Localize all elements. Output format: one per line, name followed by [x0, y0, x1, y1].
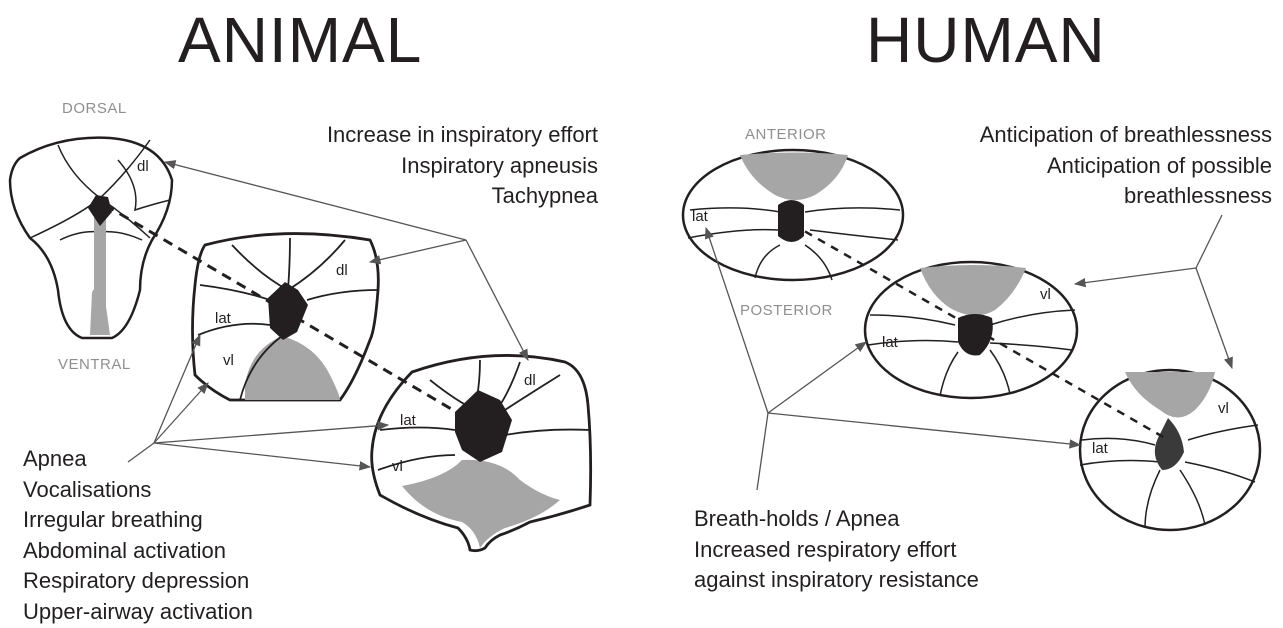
- effect-line: Tachypnea: [262, 181, 598, 212]
- human-upper-arrows: [1075, 215, 1232, 368]
- effect-line: breathlessness: [912, 181, 1272, 212]
- region-label-vl: vl: [1040, 286, 1051, 303]
- orientation-posterior: POSTERIOR: [740, 302, 833, 319]
- human-section-middle: [865, 262, 1077, 398]
- region-label-lat: lat: [215, 310, 231, 327]
- human-section-upper: [683, 150, 903, 280]
- region-label-vl: vl: [1218, 400, 1229, 417]
- region-label-lat: lat: [882, 334, 898, 351]
- human-axis-dashed-line: [792, 224, 1165, 438]
- animal-ventral-effects: Apnea Vocalisations Irregular breathing …: [23, 444, 253, 627]
- human-upper-effects: Anticipation of breathlessness Anticipat…: [912, 120, 1272, 212]
- effect-line: Vocalisations: [23, 475, 253, 506]
- effect-line: Increase in inspiratory effort: [262, 120, 598, 151]
- orientation-dorsal: DORSAL: [62, 100, 127, 117]
- animal-section-caudal: [372, 355, 591, 550]
- region-label-lat: lat: [400, 412, 416, 429]
- effect-line: Irregular breathing: [23, 505, 253, 536]
- effect-line: Increased respiratory effort: [694, 535, 979, 566]
- region-label-dl: dl: [524, 372, 536, 389]
- orientation-ventral: VENTRAL: [58, 356, 131, 373]
- effect-line: against inspiratory resistance: [694, 565, 979, 596]
- region-label-dl: dl: [137, 158, 149, 175]
- effect-line: Anticipation of breathlessness: [912, 120, 1272, 151]
- region-label-lat: lat: [692, 208, 708, 225]
- region-label-dl: dl: [336, 262, 348, 279]
- effect-line: Respiratory depression: [23, 566, 253, 597]
- effect-line: Breath-holds / Apnea: [694, 504, 979, 535]
- region-label-vl: vl: [223, 352, 234, 369]
- animal-dorsal-effects: Increase in inspiratory effort Inspirato…: [262, 120, 598, 212]
- effect-line: Inspiratory apneusis: [262, 151, 598, 182]
- orientation-anterior: ANTERIOR: [745, 126, 827, 143]
- effect-line: Anticipation of possible: [912, 151, 1272, 182]
- effect-line: Apnea: [23, 444, 253, 475]
- region-label-vl: vl: [392, 458, 403, 475]
- region-label-lat: lat: [1092, 440, 1108, 457]
- effect-line: Abdominal activation: [23, 536, 253, 567]
- human-lower-effects: Breath-holds / Apnea Increased respirato…: [694, 504, 979, 596]
- effect-line: Upper-airway activation: [23, 597, 253, 628]
